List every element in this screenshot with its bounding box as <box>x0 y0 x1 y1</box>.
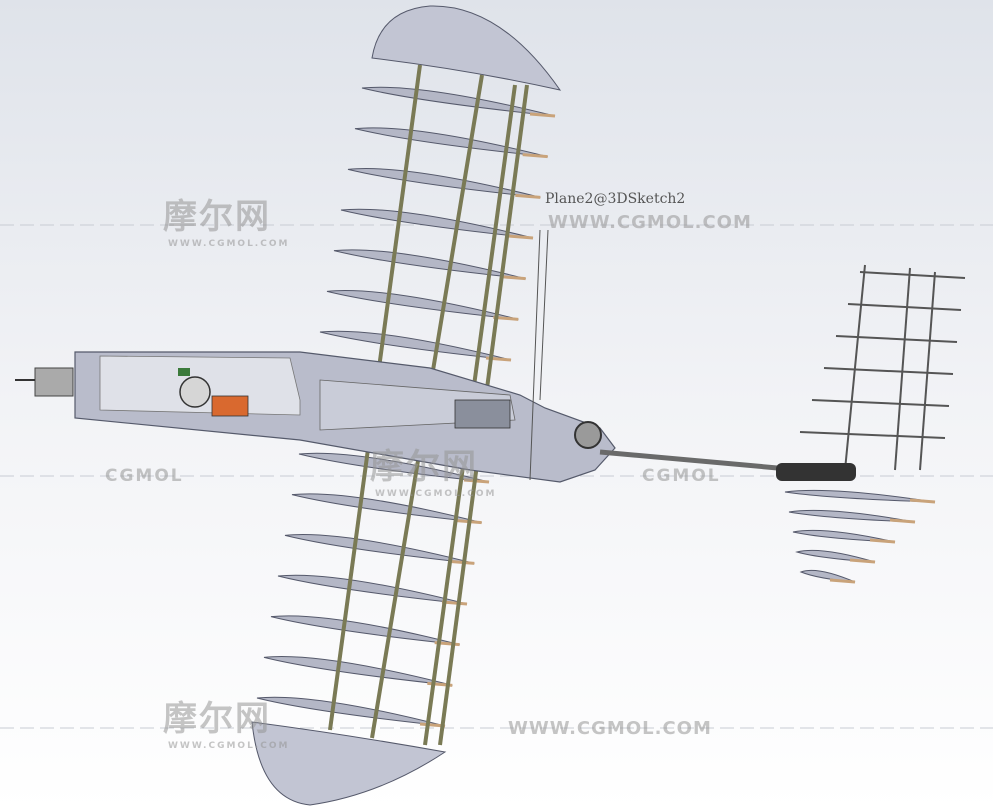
stabilizer-rib <box>835 335 958 343</box>
trailing-edge <box>889 518 916 524</box>
stabilizer-rib <box>799 431 946 439</box>
wing-rib <box>333 249 526 280</box>
watermark-logo: 摩尔网 <box>163 699 271 739</box>
stabilizer-spar <box>844 264 866 471</box>
stabilizer-spar <box>894 267 911 471</box>
wing-rib <box>284 534 475 564</box>
trailing-edge <box>500 275 526 281</box>
watermark-url: WWW.CGMOL.COM <box>548 212 752 233</box>
trailing-edge <box>522 153 548 159</box>
wing-rib <box>256 696 446 727</box>
wing-rib <box>291 493 482 524</box>
watermark-logo-sub: WWW.CGMOL.COM <box>168 239 290 249</box>
fuselage <box>15 229 801 483</box>
trailing-edge <box>869 538 896 544</box>
wing-rib <box>263 656 453 686</box>
watermark-logo: 摩尔网 <box>163 197 271 237</box>
wing-rib <box>270 615 460 646</box>
watermark-logo-sub: WWW.CGMOL.COM <box>168 741 290 751</box>
stabilizer-rib <box>823 367 954 375</box>
tail-mount <box>776 463 856 481</box>
trailing-edge <box>909 498 936 504</box>
stabilizer-rib <box>811 399 950 407</box>
wing-rib <box>277 574 468 605</box>
sketch-label: Plane2@3DSketch2 <box>545 191 686 207</box>
watermark-url: WWW.CGMOL.COM <box>508 718 712 739</box>
trailing-edge <box>529 112 556 118</box>
wing-tip-top <box>371 5 562 91</box>
trailing-edge <box>515 193 541 199</box>
wing-rib <box>340 208 534 239</box>
watermark-logo: 摩尔网 <box>370 447 478 487</box>
stabilizer-rib <box>859 271 966 279</box>
wing-tip-bottom <box>251 721 447 806</box>
watermark-short: CGMOL <box>105 466 184 486</box>
tail-assembly <box>776 264 966 584</box>
watermark-logo-sub: WWW.CGMOL.COM <box>375 489 497 499</box>
trailing-edge <box>829 578 856 584</box>
trailing-edge <box>449 559 475 565</box>
trailing-edge <box>507 234 534 240</box>
wing-rib <box>326 290 519 320</box>
stabilizer-spar <box>919 271 936 471</box>
trailing-edge <box>849 558 876 564</box>
watermark-short: CGMOL <box>642 466 721 486</box>
stabilizer-rib <box>847 303 962 311</box>
